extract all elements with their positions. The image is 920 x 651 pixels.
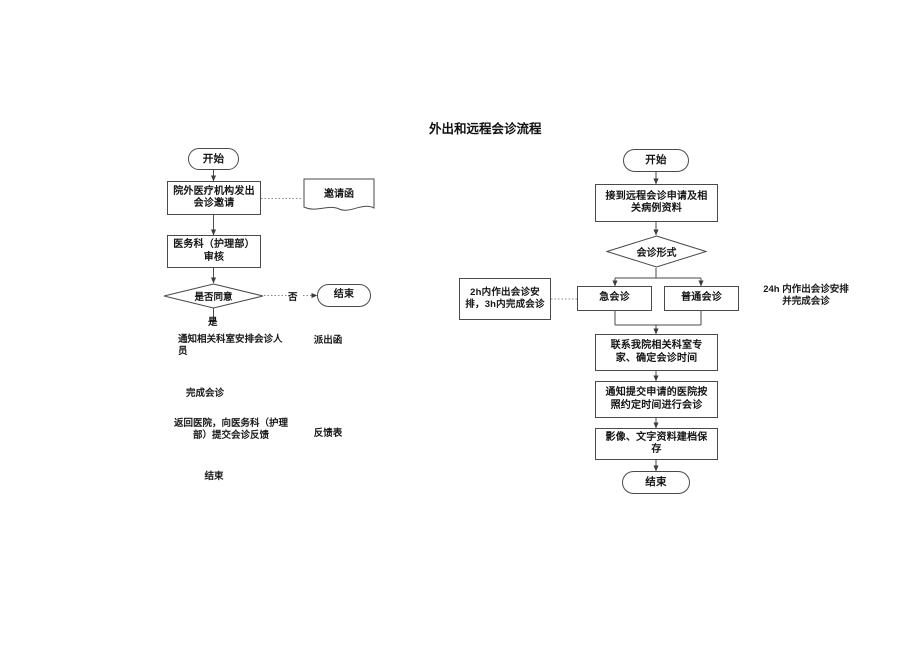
left-end-reject-terminator[interactable]: 结束	[317, 284, 371, 307]
archive-records-box[interactable]: 影像、文字资料建档保存	[595, 428, 718, 460]
notify-hospital-box[interactable]: 通知提交申请的医院按照约定时间进行会诊	[595, 381, 718, 418]
right-consult-form-diamond[interactable]: 会诊形式	[606, 235, 707, 268]
left-review-box[interactable]: 医务科（护理部）审核	[167, 235, 261, 268]
left-send-invitation-box[interactable]: 院外医疗机构发出会诊邀请	[167, 181, 261, 215]
left-return-feedback-text: 返回医院，向医务科（护理部）提交会诊反馈	[174, 418, 289, 442]
edge-label-no: 否	[288, 292, 298, 303]
left-end-text: 结束	[204, 471, 224, 482]
right-end-terminator[interactable]: 结束	[622, 471, 690, 494]
urgent-sla-annotation-box[interactable]: 2h内作出会诊安排，3h内完成会诊	[459, 278, 551, 320]
left-complete-consult-text: 完成会诊	[186, 388, 225, 399]
right-start-terminator[interactable]: 开始	[623, 149, 689, 172]
left-agree-decision-diamond[interactable]: 是否同意	[163, 283, 264, 309]
contact-experts-box[interactable]: 联系我院相关科室专家、确定会诊时间	[595, 334, 718, 371]
dispatch-letter-text: 派出函	[313, 335, 343, 346]
normal-sla-annotation-text: 24h 内作出会诊安排并完成会诊	[763, 284, 849, 308]
invitation-letter-document[interactable]: 邀请函	[303, 178, 375, 216]
right-receive-request-box[interactable]: 接到远程会诊申请及相关病例资料	[595, 184, 718, 222]
feedback-form-text: 反馈表	[313, 428, 343, 439]
right-consult-form-label: 会诊形式	[636, 248, 677, 259]
left-agree-decision-label: 是否同意	[194, 292, 233, 303]
left-start-terminator[interactable]: 开始	[188, 148, 239, 170]
invitation-letter-label: 邀请函	[324, 188, 354, 200]
left-notify-dept-text: 通知相关科室安排会诊人员	[178, 334, 283, 358]
normal-consult-box[interactable]: 普通会诊	[664, 286, 739, 311]
page-title: 外出和远程会诊流程	[429, 122, 542, 136]
edge-label-yes: 是	[208, 317, 218, 328]
urgent-consult-box[interactable]: 急会诊	[577, 286, 652, 311]
